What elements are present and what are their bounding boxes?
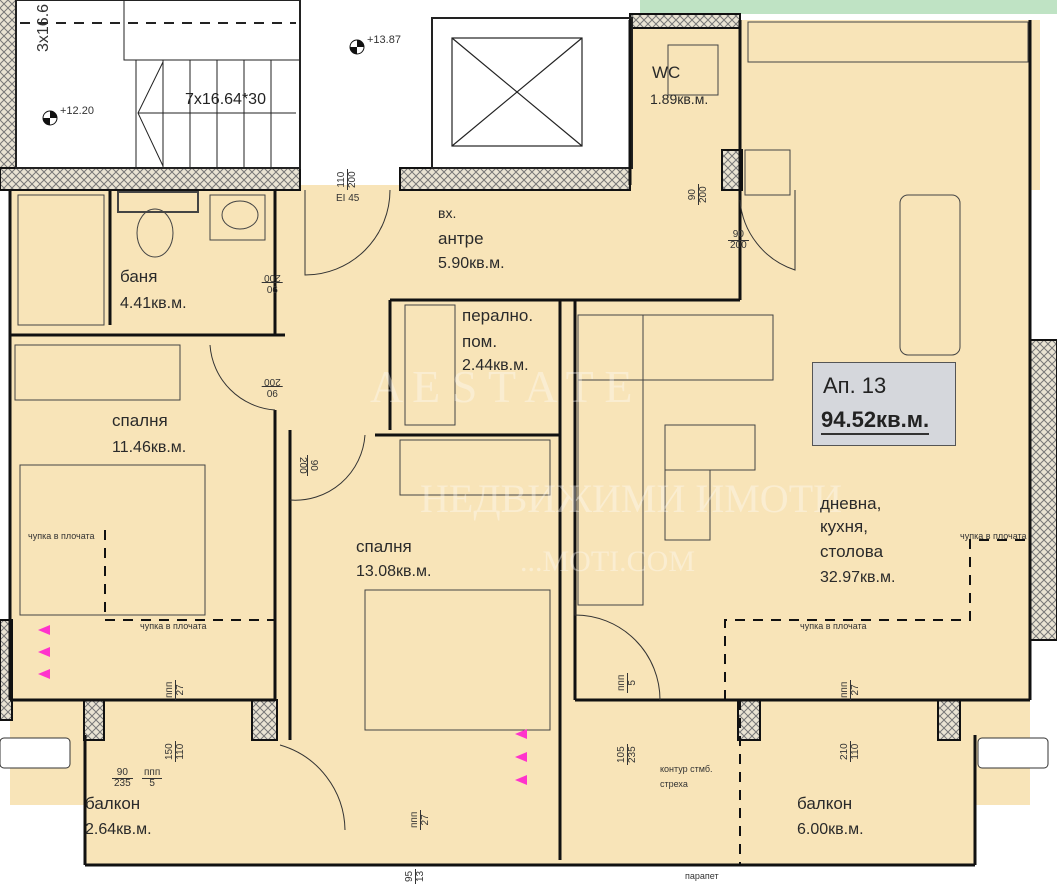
bedroom1-area: 11.46кв.м. xyxy=(112,439,187,456)
balcony1-area: 2.64кв.м. xyxy=(85,821,152,838)
bedroom1-name: спалня xyxy=(112,411,168,430)
hall-area: 5.90кв.м. xyxy=(438,255,505,272)
furniture xyxy=(14,21,1029,731)
slab-break-lines xyxy=(104,530,1030,865)
level-landing: +12.20 xyxy=(60,105,94,117)
watermark-line-3: ...MOTI.COM xyxy=(520,545,696,578)
bedroom2-area: 13.08кв.м. xyxy=(356,563,432,580)
apartment-total-area: 94.52кв.м. xyxy=(821,407,930,435)
eave-outline-note-2: стреха xyxy=(660,779,688,789)
bath-name: баня xyxy=(120,267,158,286)
laundry-name-2: пом. xyxy=(462,332,498,351)
apartment-number: Ап. 13 xyxy=(823,373,887,398)
watermark-line-1: A E S T A T E xyxy=(370,361,633,412)
living-area: 32.97кв.м. xyxy=(820,569,896,586)
laundry-name-1: перално. xyxy=(462,306,534,325)
bedroom2-name: спалня xyxy=(356,537,412,556)
stair-flight-label-upper: 3x16.6 xyxy=(35,3,52,52)
living-name-1: дневна, xyxy=(820,494,882,513)
parapet-note: парапет xyxy=(685,871,719,881)
interior-walls xyxy=(8,20,1032,867)
stair-flight-label: 7x16.64*30 xyxy=(185,91,266,108)
door-swings xyxy=(209,189,796,831)
floor-area xyxy=(10,20,1040,865)
laundry-area: 2.44кв.м. xyxy=(462,357,529,374)
apartment-label-box: Ап. 13 94.52кв.м. xyxy=(812,362,956,446)
ac-units xyxy=(0,737,1049,769)
wall-stair-left xyxy=(0,0,16,185)
vent-arrows xyxy=(38,625,527,785)
living-name-3: столова xyxy=(820,542,884,561)
structural-walls xyxy=(0,13,1057,741)
slab-break-note-3: чупка в плочата xyxy=(800,621,867,631)
hall-name-2: антре xyxy=(438,229,484,248)
slab-break-note-2: чупка в плочата xyxy=(140,621,207,631)
hall-name-1: вх. xyxy=(438,205,457,221)
eave-outline-note-1: контур стмб. xyxy=(660,764,713,774)
staircase xyxy=(15,0,301,169)
slab-break-note-4: чупка в плочата xyxy=(960,531,1027,541)
entrance-fire-rating: EI 45 xyxy=(336,193,360,204)
elevator-shaft xyxy=(431,17,633,169)
balcony1-name: балкон xyxy=(85,794,141,813)
terrace-strip xyxy=(640,0,1057,14)
slab-break-note-1: чупка в плочата xyxy=(28,531,95,541)
wc-area: 1.89кв.м. xyxy=(650,91,709,107)
level-markers xyxy=(42,39,365,126)
watermark-line-2: НЕДВИЖИМИ ИМОТИ xyxy=(420,476,843,521)
balcony2-name: балкон xyxy=(797,794,853,813)
balcony2-area: 6.00кв.м. xyxy=(797,821,864,838)
living-name-2: кухня, xyxy=(820,517,868,536)
level-floor: +13.87 xyxy=(367,34,401,46)
bath-area: 4.41кв.м. xyxy=(120,295,187,312)
wc-name: WC xyxy=(652,63,681,82)
